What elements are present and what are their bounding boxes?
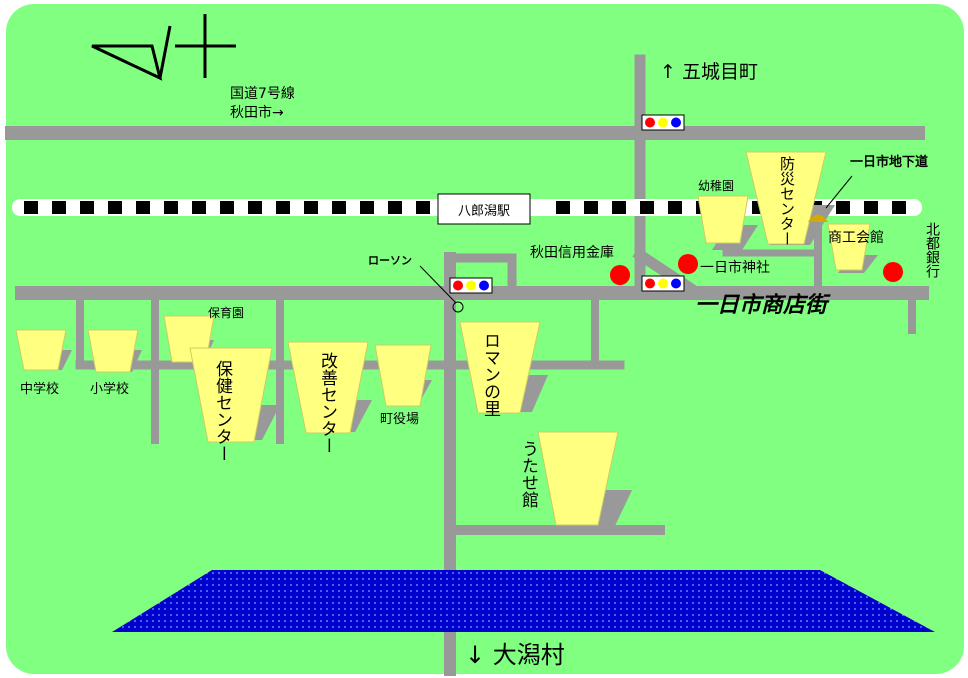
lake-water <box>112 570 935 632</box>
utase-label: うたせ館 <box>518 440 539 508</box>
building-yochien <box>697 195 758 250</box>
route7-label: 国道7号線 <box>230 86 295 102</box>
yochien-label: 幼稚園 <box>698 179 734 193</box>
ogata-label: ↓ 大潟村 <box>465 641 565 669</box>
rail-tie <box>276 201 290 214</box>
elementary-label: 小学校 <box>90 381 129 397</box>
yakuba-label: 町役場 <box>380 412 419 427</box>
rail-tie <box>108 201 122 214</box>
station-label: 八郎潟駅 <box>458 204 510 219</box>
rail-tie <box>220 201 234 214</box>
station-box: 八郎潟駅 <box>437 193 531 225</box>
rail-tie <box>640 201 654 214</box>
rail-tie <box>556 201 570 214</box>
north-arrow-icon <box>91 14 236 81</box>
shotengai-label: 一日市商店街 <box>695 292 831 318</box>
kaizen-label: 改善センター <box>317 352 338 454</box>
rail-tie <box>332 201 346 214</box>
building-shoko <box>827 223 878 273</box>
rail-tie <box>360 201 374 214</box>
hoken-label: 保健センター <box>212 360 233 462</box>
hokuto-bank-label: 北都銀行 <box>924 222 940 279</box>
rail-tie <box>836 201 850 214</box>
rail-tie <box>892 201 906 214</box>
rail-tie <box>584 201 598 214</box>
traffic-light-icon <box>641 114 685 131</box>
red-dot-icon <box>883 262 903 282</box>
rail-tie <box>612 201 626 214</box>
red-dot-icon <box>678 254 698 274</box>
rail-tie <box>136 201 150 214</box>
building-yakuba <box>374 344 432 407</box>
jinja-label: 一日市神社 <box>700 259 770 276</box>
akita-city-label: 秋田市→ <box>230 104 284 121</box>
gojome-label: ↑ 五城目町 <box>660 61 758 83</box>
akita-shinkin-label: 秋田信用金庫 <box>530 244 614 261</box>
underpass-label: 一日市地下道 <box>850 154 928 170</box>
rail-tie <box>248 201 262 214</box>
junior-high-label: 中学校 <box>20 381 59 397</box>
red-dot-icon <box>610 265 630 285</box>
roman-label: ロマンの里 <box>480 332 501 417</box>
buildings <box>15 151 878 528</box>
rail-tie <box>192 201 206 214</box>
building-elementary <box>87 329 142 373</box>
bousai-label: 防災センター <box>778 156 796 246</box>
rail-tie <box>52 201 66 214</box>
building-kaizen <box>287 341 372 434</box>
rail-tie <box>164 201 178 214</box>
rail-tie <box>304 201 318 214</box>
rail-tie <box>388 201 402 214</box>
rail-tie <box>668 201 682 214</box>
hoikuen-label: 保育園 <box>208 305 244 320</box>
traffic-light-icon <box>449 277 493 294</box>
traffic-light-icon <box>641 275 685 292</box>
building-utase <box>537 431 632 528</box>
rail-tie <box>24 201 38 214</box>
rail-tie <box>864 201 878 214</box>
building-junior-high <box>15 329 72 371</box>
lawson-label: ローソン <box>368 254 412 267</box>
road-lawson-loop <box>445 253 517 290</box>
lawson-marker <box>452 301 464 313</box>
underpass-icon <box>808 175 853 222</box>
rail-tie <box>416 201 430 214</box>
shoko-label: 商工会館 <box>828 229 884 246</box>
building-roman <box>459 321 548 414</box>
building-hoken <box>189 347 280 443</box>
rail-tie <box>80 201 94 214</box>
